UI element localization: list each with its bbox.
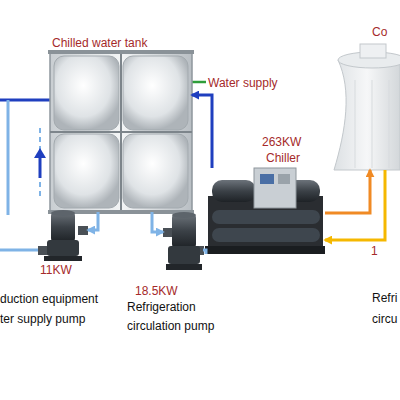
pump-flange xyxy=(38,246,48,255)
pump-fan-cover xyxy=(172,212,196,218)
node-text: Refrigeration circulation pump xyxy=(127,298,237,336)
pump-volute xyxy=(168,246,200,264)
pipe-connector xyxy=(88,212,98,230)
chiller-screen xyxy=(278,174,290,184)
node-heading: 263KW xyxy=(262,134,301,150)
pipe-label: circu xyxy=(372,310,397,328)
chiller-evaporator xyxy=(212,228,320,242)
chiller: 263KWChiller xyxy=(205,168,325,254)
cooling-tower-fan xyxy=(360,44,386,58)
tank-panel xyxy=(123,56,188,130)
cooling-tower-slat xyxy=(389,80,390,168)
callout-number: 1 xyxy=(371,242,378,260)
pump-fan-cover xyxy=(51,210,75,216)
node-heading: 11KW xyxy=(40,262,72,278)
flow-arrow-head xyxy=(34,148,46,158)
cooling-tower xyxy=(334,60,400,170)
pipe-connector xyxy=(325,170,385,240)
tank-body xyxy=(50,52,192,212)
circulation-pump: 18.5KWRefrigeration circulation pump xyxy=(163,210,203,280)
pump-flange xyxy=(78,226,88,235)
tank-panel xyxy=(54,134,119,208)
pipe-connector xyxy=(192,95,212,168)
pump-volute xyxy=(47,240,79,256)
chiller-compressor xyxy=(212,180,256,202)
pump-motor xyxy=(51,212,75,242)
tank-panel xyxy=(54,56,119,130)
tank-panel xyxy=(123,134,188,208)
node-heading: Chilled water tank xyxy=(52,35,147,51)
pipe-label: Water supply xyxy=(208,74,278,92)
supply-pipe xyxy=(0,249,38,252)
pipe-connector xyxy=(203,250,206,254)
cooling-tower-slat xyxy=(355,80,356,168)
chiller-control-panel xyxy=(254,168,296,208)
tank-frame xyxy=(50,131,192,133)
supply-pipe xyxy=(7,100,10,215)
water-tank: Chilled water tank xyxy=(50,52,192,212)
tank-rim xyxy=(48,50,194,54)
supply-pipe xyxy=(39,128,41,196)
pipe-connector xyxy=(325,170,370,213)
supply-pump: 11KWduction equipment ter supply pump xyxy=(38,210,88,262)
pump-motor xyxy=(172,214,196,248)
pump-base xyxy=(44,256,82,261)
node-text: duction equipment ter supply pump xyxy=(0,289,108,329)
flow-arrow xyxy=(39,156,42,178)
pipe-connector xyxy=(152,212,163,232)
node-text: Chiller xyxy=(266,150,300,166)
node-heading: 18.5KW xyxy=(135,283,178,299)
pump-flange xyxy=(163,228,172,237)
chiller-screen xyxy=(260,174,274,184)
node-heading: Co xyxy=(372,24,387,40)
chiller-condenser xyxy=(212,210,320,224)
chiller-base xyxy=(205,246,325,254)
pipe-label: Refri xyxy=(372,289,397,307)
cooling-tower: Co xyxy=(330,40,400,170)
pump-base xyxy=(166,264,202,270)
cooling-tower-slat xyxy=(372,80,373,168)
